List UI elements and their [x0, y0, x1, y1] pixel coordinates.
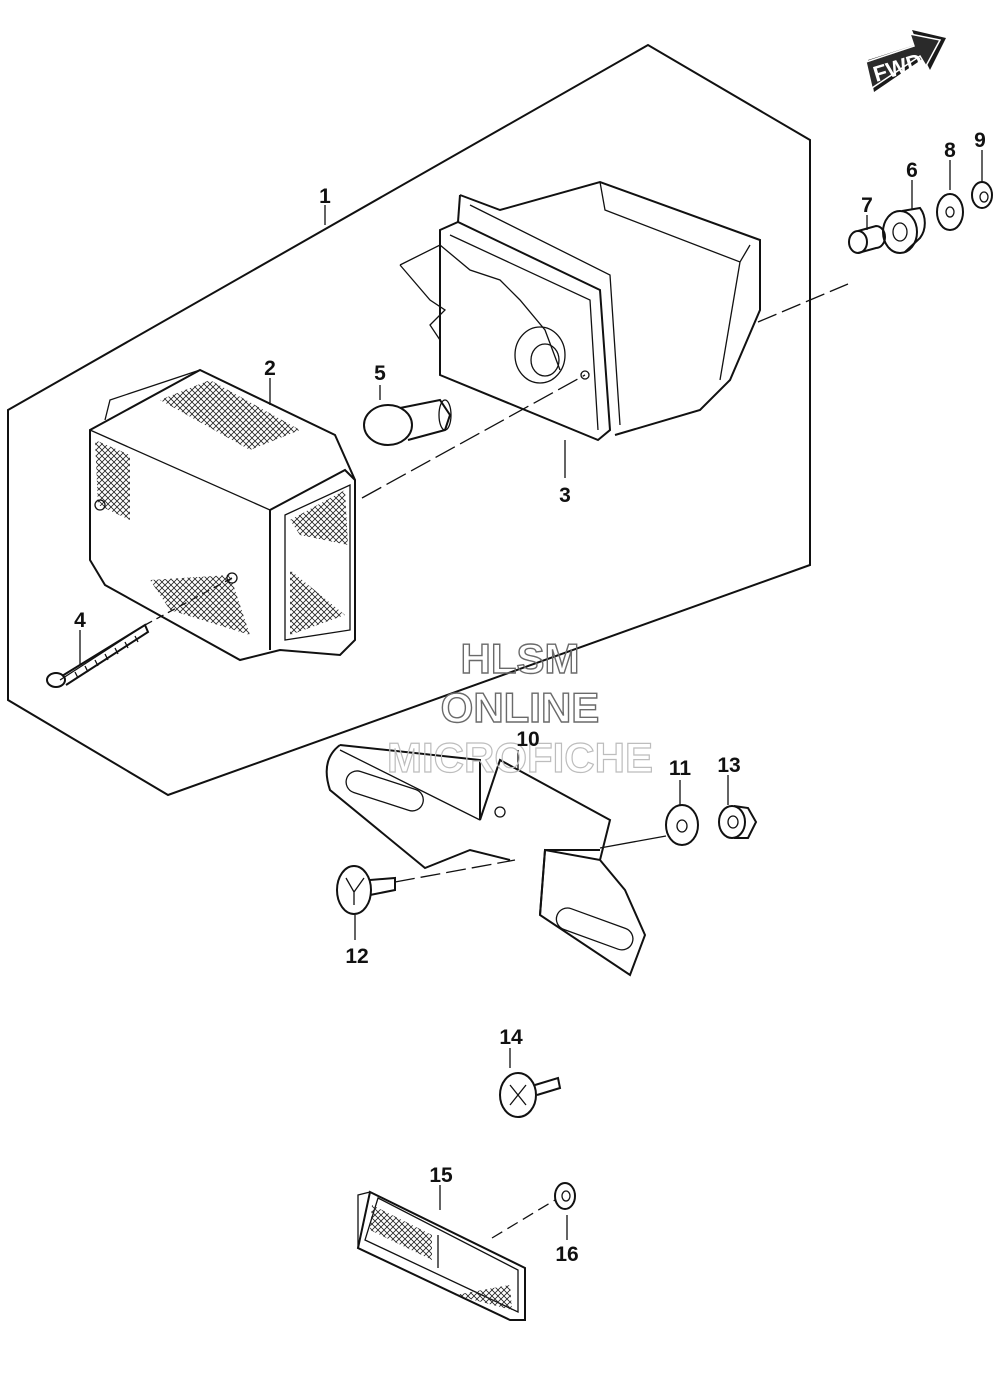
collar: [848, 224, 886, 254]
bracket-bolt: [336, 865, 396, 915]
part-callouts: 1 2 3 4 5 6 7 8 9 10 11 12 13 14 15 16: [74, 129, 986, 1266]
watermark-line1: HLSM: [461, 635, 580, 682]
callout-2: 2: [264, 357, 276, 380]
tail-light-housing: [399, 180, 761, 442]
callout-10: 10: [516, 728, 539, 751]
callout-15: 15: [429, 1164, 453, 1187]
leader-lines: [59, 150, 983, 1240]
license-plate-bracket: [325, 744, 647, 977]
bracket-washer: [665, 804, 699, 846]
nut: [971, 181, 993, 209]
callout-13: 13: [717, 754, 740, 777]
reflector-nut: [554, 1182, 576, 1210]
callout-3: 3: [559, 484, 571, 507]
watermark-line2: ONLINE: [441, 684, 600, 731]
callout-11: 11: [669, 757, 692, 780]
callout-1: 1: [319, 185, 331, 208]
tail-light-lens: [89, 368, 356, 662]
assembly-outline-box: [7, 43, 811, 797]
watermark-line3: MICROFICHE: [387, 734, 653, 781]
fwd-arrow-text: FWD: [870, 48, 925, 87]
callout-14: 14: [499, 1026, 523, 1049]
callout-8: 8: [944, 139, 956, 162]
grommet: [882, 206, 926, 254]
callout-9: 9: [974, 129, 986, 152]
callout-6: 6: [906, 159, 918, 182]
rear-reflector: [356, 1190, 526, 1321]
washer: [936, 193, 964, 231]
watermark: HLSM ONLINE MICROFICHE: [386, 634, 653, 781]
callout-7: 7: [861, 194, 873, 217]
long-screw: [46, 623, 150, 688]
callout-12: 12: [345, 945, 368, 968]
bracket-nut: [718, 805, 758, 839]
callout-5: 5: [374, 362, 386, 385]
callout-4: 4: [74, 609, 86, 632]
reflector-screw: [499, 1072, 562, 1118]
bulb: [363, 398, 452, 446]
callout-16: 16: [555, 1243, 578, 1266]
fwd-arrow-icon: FWD: [865, 30, 946, 92]
